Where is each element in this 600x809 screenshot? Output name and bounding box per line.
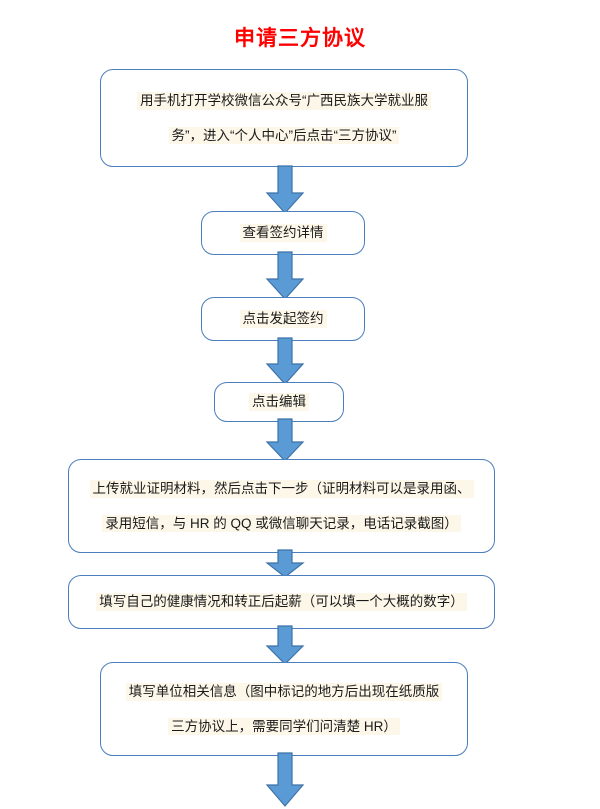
down-arrow-icon	[265, 251, 305, 300]
flow-node-line: 录用短信，与 HR 的 QQ 或微信聊天记录，电话记录截图）	[102, 514, 461, 532]
down-arrow-icon	[265, 549, 305, 578]
flow-node-line: 填写自己的健康情况和转正后起薪（可以填一个大概的数字）	[96, 593, 467, 611]
flow-node-line: 务”，进入“个人中心”后点击“三方协议”	[168, 126, 400, 144]
flow-node-fill-health-and-salary[interactable]: 填写自己的健康情况和转正后起薪（可以填一个大概的数字）	[68, 575, 495, 629]
flow-node-upload-employment-proof[interactable]: 上传就业证明材料，然后点击下一步（证明材料可以是录用函、 录用短信，与 HR 的…	[68, 459, 495, 553]
flow-node-line: 填写单位相关信息（图中标记的地方后出现在纸质版	[125, 683, 443, 701]
down-arrow-icon	[265, 625, 305, 665]
down-arrow-icon	[265, 418, 305, 462]
down-arrow-icon	[265, 165, 305, 214]
flow-node-line: 上传就业证明材料，然后点击下一步（证明材料可以是录用函、	[89, 480, 474, 498]
flow-node-click-edit[interactable]: 点击编辑	[214, 382, 344, 422]
flow-node-start-signing[interactable]: 点击发起签约	[201, 297, 365, 341]
flow-node-line: 查看签约详情	[239, 224, 327, 242]
flow-node-line: 三方协议上，需要同学们问清楚 HR）	[168, 717, 400, 735]
flow-node-line: 点击编辑	[249, 393, 309, 411]
flow-node-view-signing-details[interactable]: 查看签约详情	[201, 211, 365, 255]
flow-node-open-wechat-account[interactable]: 用手机打开学校微信公众号“广西民族大学就业服 务”，进入“个人中心”后点击“三方…	[100, 69, 468, 167]
down-arrow-icon	[265, 337, 305, 385]
flow-node-fill-employer-info[interactable]: 填写单位相关信息（图中标记的地方后出现在纸质版 三方协议上，需要同学们问清楚 H…	[100, 662, 468, 756]
flow-node-line: 点击发起签约	[239, 310, 327, 328]
down-arrow-icon	[265, 752, 305, 807]
flow-node-line: 用手机打开学校微信公众号“广西民族大学就业服	[137, 92, 431, 110]
page-title: 申请三方协议	[234, 26, 366, 50]
